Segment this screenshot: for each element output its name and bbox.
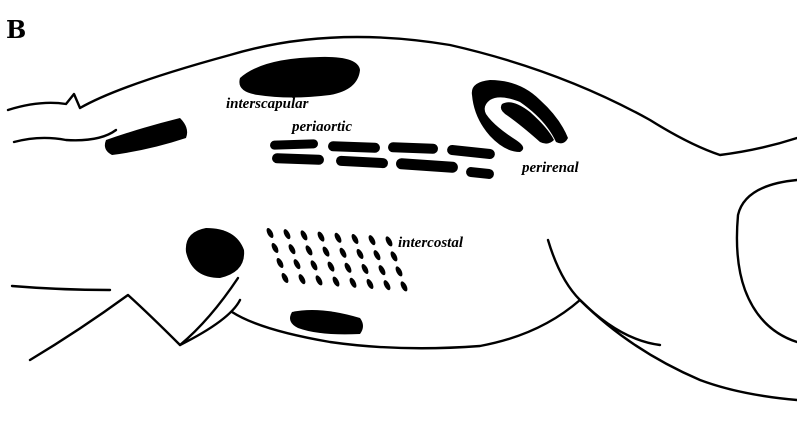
intercostal-dash [355, 248, 365, 260]
intercostal-dash [338, 247, 348, 259]
intercostal-dash [275, 257, 285, 269]
foreleg-outline [30, 295, 240, 360]
intercostal-dash [365, 278, 375, 290]
intercostal-dash [333, 232, 343, 244]
intercostal-dash [287, 243, 297, 255]
intercostal-dash [280, 272, 290, 284]
intercostal-dash [321, 246, 331, 258]
chest-curve [180, 278, 238, 345]
intercostal-dash [331, 276, 341, 288]
label-intercostal: intercostal [398, 235, 464, 251]
inguinal-fat-depot [290, 310, 363, 334]
intercostal-dash [314, 274, 324, 286]
hindleg-outline [580, 300, 797, 400]
haunch-outline [737, 180, 797, 342]
intercostal-dash [348, 277, 358, 289]
intercostal-fat-depot [265, 227, 409, 293]
intercostal-dash [350, 233, 360, 245]
perirenal-fat-depot [472, 80, 568, 152]
throat-outline [12, 286, 110, 290]
intercostal-dash [384, 235, 394, 247]
periaortic-bar [270, 139, 318, 150]
periaortic-bar [447, 145, 496, 160]
intercostal-dash [282, 228, 292, 240]
intercostal-dash [389, 250, 399, 262]
intercostal-dash [299, 229, 309, 241]
intercostal-dash [394, 265, 404, 277]
periaortic-bar [388, 142, 438, 154]
label-interscapular: interscapular [226, 96, 309, 112]
intercostal-dash [326, 261, 336, 273]
intercostal-dash [382, 279, 392, 291]
intercostal-dash [377, 264, 387, 276]
intercostal-dash [270, 242, 280, 254]
intercostal-dash [265, 227, 275, 239]
panel-letter: B [6, 15, 26, 44]
interscapular-fat-depot [239, 57, 360, 98]
cervical-fat-depot [105, 118, 187, 155]
periaortic-bar [272, 153, 324, 165]
hip-outline [548, 240, 660, 345]
label-periaortic: periaortic [290, 119, 352, 135]
periaortic-bar [328, 141, 380, 153]
intercostal-dash [399, 280, 409, 292]
body-outline [8, 37, 797, 400]
intercostal-dash [360, 263, 370, 275]
intercostal-dash [367, 234, 377, 246]
neck-outline [14, 130, 116, 142]
intercostal-dash [316, 231, 326, 243]
periaortic-bar [466, 167, 495, 180]
intercostal-dash [343, 262, 353, 274]
label-perirenal: perirenal [520, 160, 580, 176]
periaortic-fat-depot [270, 139, 496, 179]
axillary-fat-depot [186, 228, 244, 278]
intercostal-dash [372, 249, 382, 261]
periaortic-bar [396, 158, 459, 173]
belly-outline [232, 300, 580, 348]
intercostal-dash [309, 259, 319, 271]
periaortic-bar [336, 156, 388, 169]
intercostal-dash [304, 244, 314, 256]
intercostal-dash [297, 273, 307, 285]
intercostal-dash [292, 258, 302, 270]
